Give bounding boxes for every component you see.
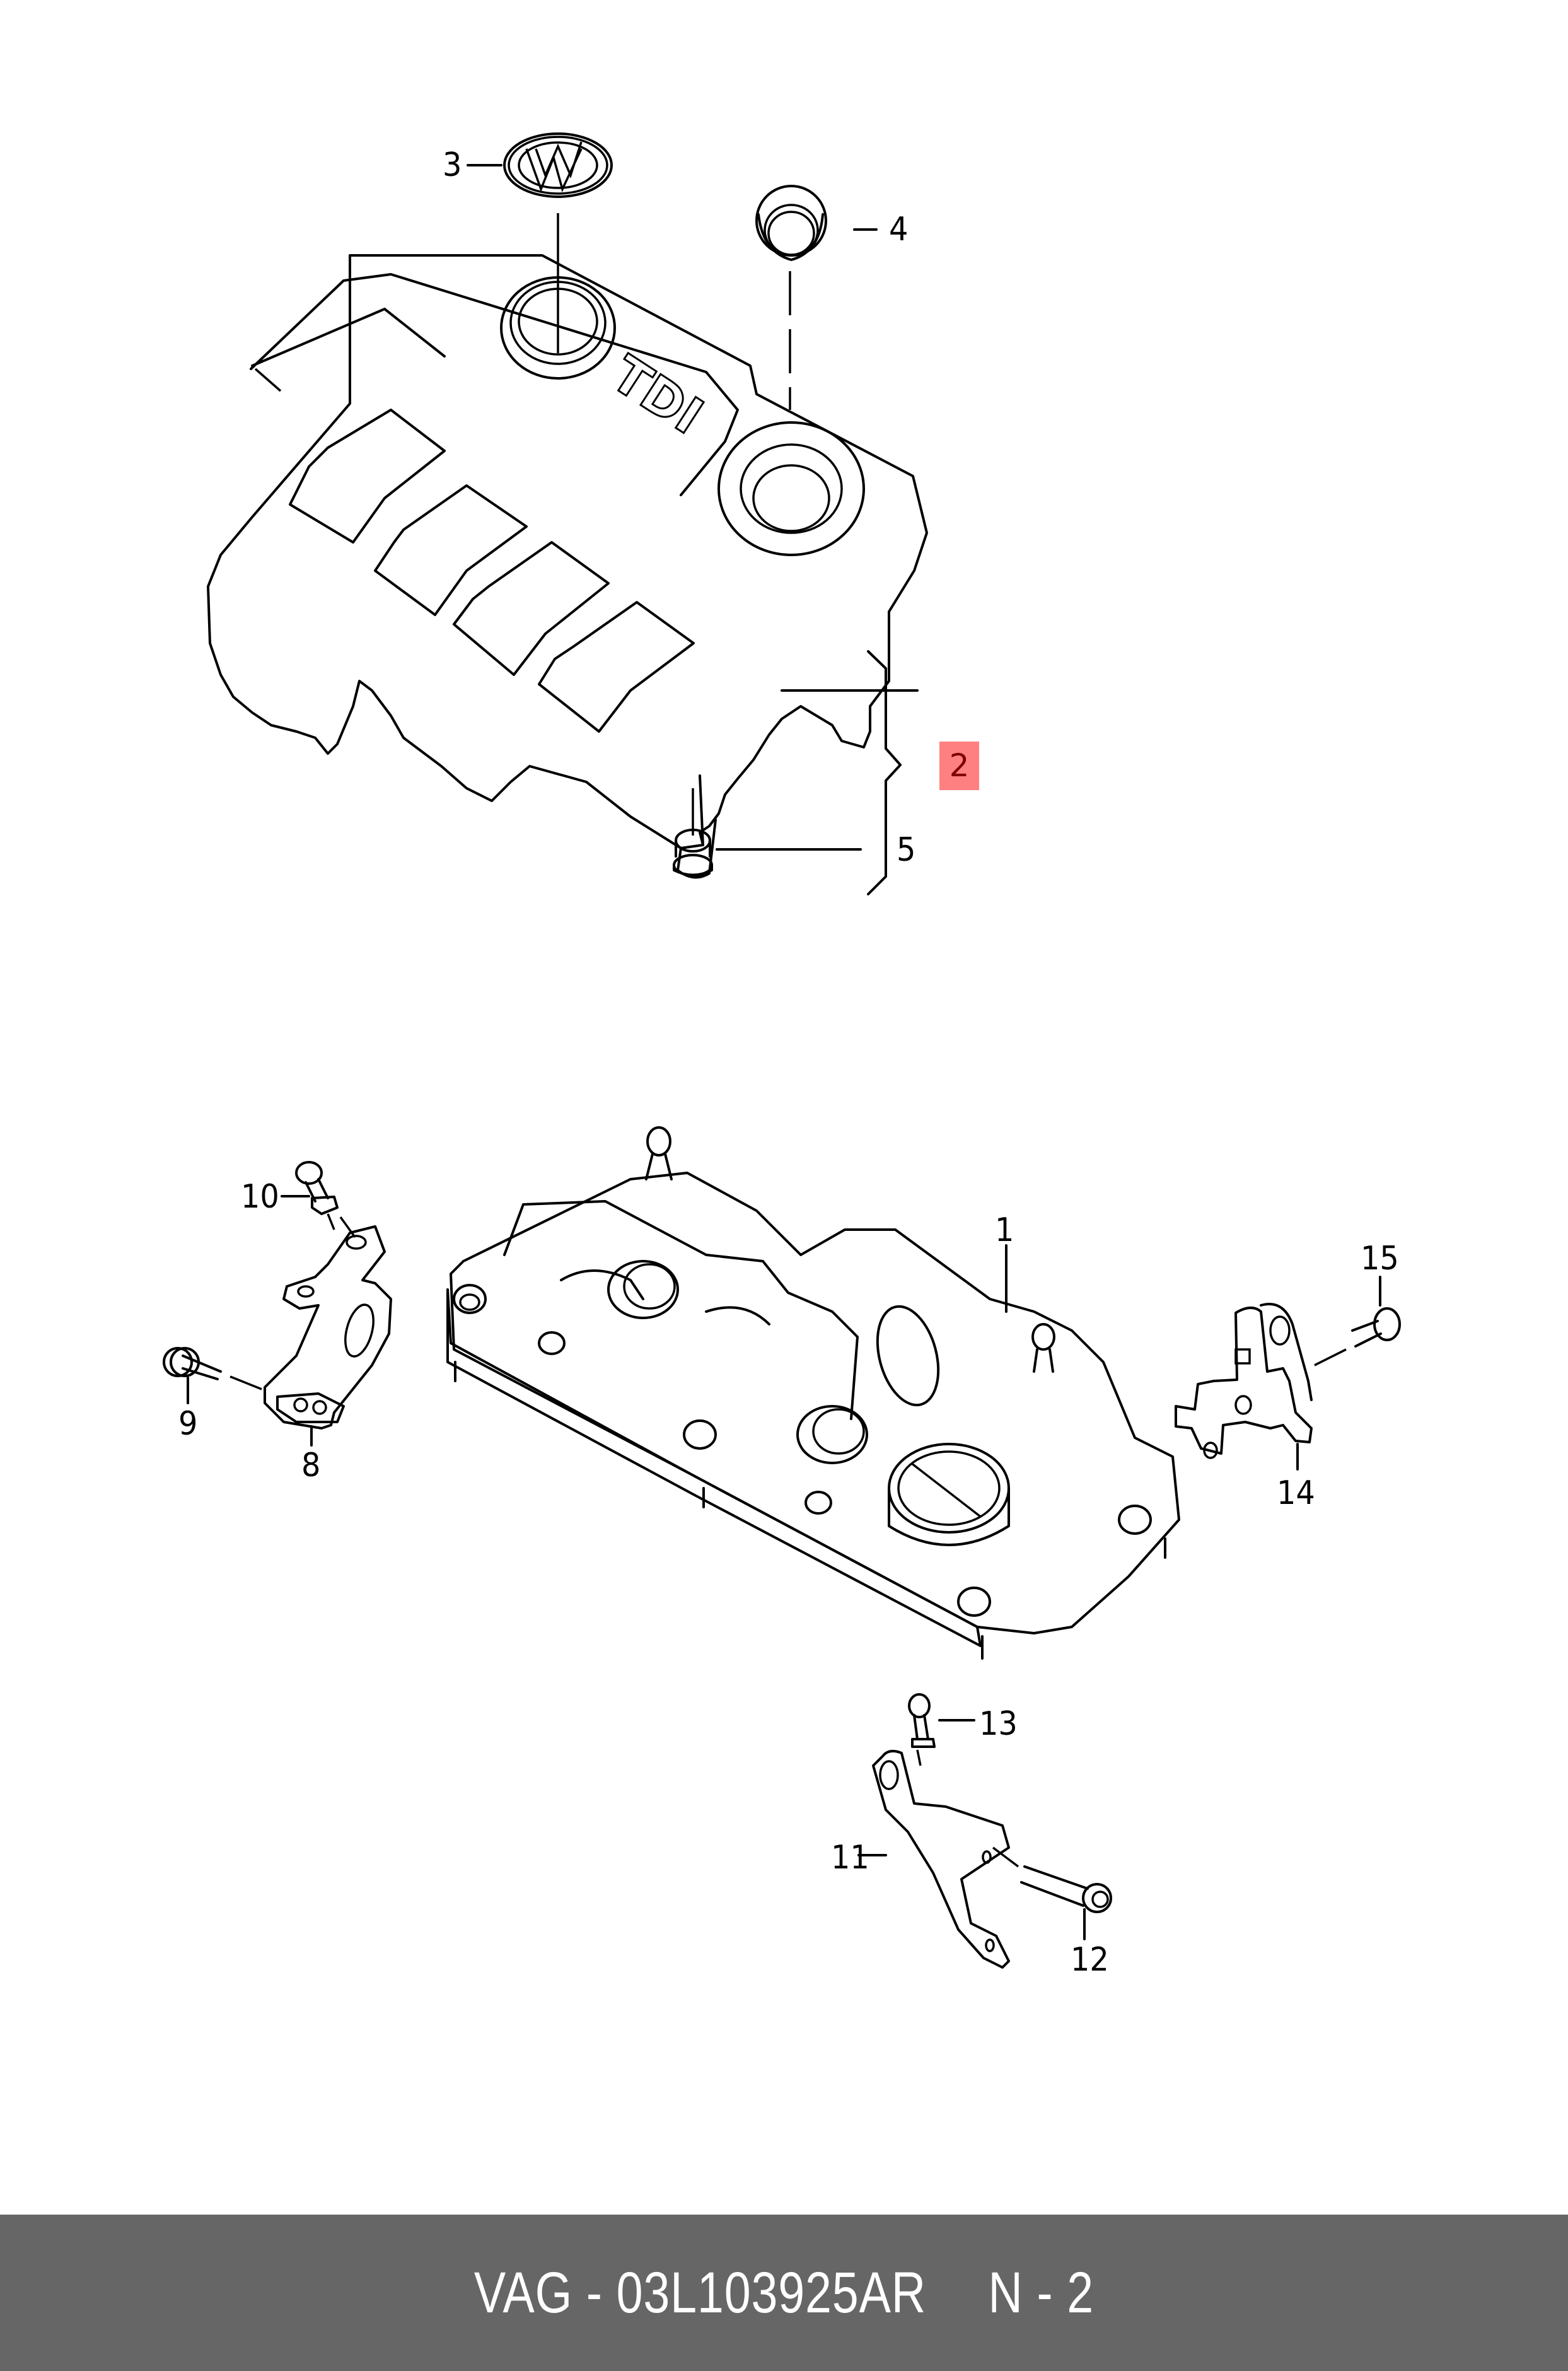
callout-14: 14 xyxy=(1277,1474,1315,1512)
callout-5: 5 xyxy=(897,831,916,869)
callout-1: 1 xyxy=(995,1211,1014,1249)
lower-bracket-part xyxy=(857,1693,1112,1969)
vw-emblem-part xyxy=(467,132,613,353)
callout-9: 9 xyxy=(178,1405,198,1443)
left-bracket-part xyxy=(163,1161,392,1447)
callout-4: 4 xyxy=(889,211,909,248)
callout-15: 15 xyxy=(1361,1240,1399,1278)
parts-diagram-drawing: TDI xyxy=(163,132,1401,1969)
callout-10: 10 xyxy=(241,1178,279,1216)
engine-cover-part: TDI xyxy=(207,254,928,879)
valve-cover-part xyxy=(446,1126,1180,1660)
callout-12: 12 xyxy=(1071,1941,1109,1979)
callout-8: 8 xyxy=(301,1447,321,1484)
callout-11: 11 xyxy=(831,1839,869,1877)
grommet-part xyxy=(755,185,878,410)
right-bracket-part xyxy=(1175,1276,1401,1471)
callout-13: 13 xyxy=(979,1705,1018,1743)
footer-brand: VAG xyxy=(473,2260,573,2325)
footer-part-number: 03L103925AR xyxy=(616,2260,927,2325)
cover-fastener-part xyxy=(673,788,862,877)
callout-3: 3 xyxy=(443,146,462,184)
tdi-lettering: TDI xyxy=(601,344,713,445)
group-bracket xyxy=(867,650,902,895)
callout-2-highlighted: 2 xyxy=(939,742,979,790)
footer-ref: N - 2 xyxy=(988,2260,1095,2325)
parts-diagram: TDI xyxy=(163,132,1401,1979)
